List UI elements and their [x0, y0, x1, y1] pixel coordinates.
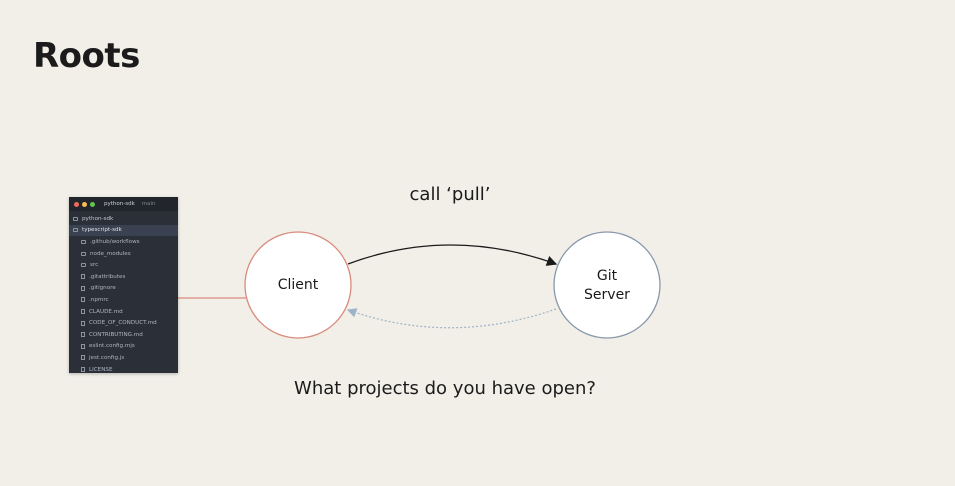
file-tree-item-label: .gitattributes: [89, 273, 126, 280]
js-icon: [81, 355, 85, 361]
file-tree-item[interactable]: CODE_OF_CONDUCT.md: [69, 317, 178, 329]
folder-icon: [81, 239, 86, 244]
file-tree-item[interactable]: CLAUDE.md: [69, 306, 178, 318]
file-tree-item-label: .npmrc: [89, 296, 109, 303]
license-icon: [81, 367, 85, 373]
file-tree-item-label: typescript-sdk: [82, 227, 122, 234]
git-server-node: [553, 231, 661, 339]
git-icon: [81, 285, 85, 291]
question-label: What projects do you have open?: [294, 378, 596, 399]
git-server-label: Git Server: [554, 267, 660, 305]
call-pull-arrow: [347, 244, 558, 266]
file-tree-item[interactable]: .gitattributes: [69, 271, 178, 283]
file-tree-item-label: CODE_OF_CONDUCT.md: [89, 320, 157, 327]
eslint-icon: [81, 343, 85, 349]
file-tree-item[interactable]: .github/workflows: [69, 236, 178, 248]
arrow-label: call ‘pull’: [409, 184, 491, 205]
file-tree-item-label: CONTRIBUTING.md: [89, 331, 143, 338]
file-tree-item[interactable]: CONTRIBUTING.md: [69, 329, 178, 341]
markdown-icon: [81, 320, 85, 326]
git-icon: [81, 274, 85, 280]
file-tree-item[interactable]: .gitignore: [69, 283, 178, 295]
file-tree-item[interactable]: src: [69, 259, 178, 271]
git-server-label-line2: Server: [584, 287, 630, 303]
folder-icon: [73, 216, 78, 221]
git-server-label-line1: Git: [596, 268, 618, 284]
file-tree-item[interactable]: jest.config.js: [69, 352, 178, 364]
file-tree-item[interactable]: eslint.config.mjs: [69, 341, 178, 353]
file-tree-item-label: CLAUDE.md: [89, 308, 123, 315]
editor-titlebar: python-sdk main: [69, 197, 178, 211]
slide-title: Roots: [33, 36, 140, 76]
response-arrow: [346, 308, 557, 329]
markdown-icon: [81, 332, 85, 338]
editor-branch: main: [141, 201, 156, 207]
file-tree-item[interactable]: .npmrc: [69, 294, 178, 306]
file-tree-item-label: jest.config.js: [89, 354, 125, 361]
file-tree-item-label: node_modules: [90, 250, 131, 257]
file-tree: python-sdk typescript-sdk .github/workflow…: [69, 211, 178, 373]
file-tree-item[interactable]: LICENSE: [69, 364, 178, 373]
file-tree-item[interactable]: typescript-sdk: [69, 224, 178, 237]
file-tree-item-label: python-sdk: [82, 215, 114, 222]
markdown-icon: [81, 309, 85, 315]
folder-open-icon: [73, 228, 78, 233]
folder-icon: [81, 263, 86, 268]
maximize-dot-icon[interactable]: [90, 201, 95, 207]
client-label: Client: [277, 277, 319, 293]
file-tree-item-label: eslint.config.mjs: [89, 343, 135, 350]
minimize-dot-icon[interactable]: [82, 201, 87, 207]
file-tree-item-label: .gitignore: [89, 285, 116, 292]
file-tree-item[interactable]: node_modules: [69, 248, 178, 260]
client-node: [244, 231, 352, 339]
file-tree-item-label: .github/workflows: [90, 238, 140, 245]
editor-window-title: python-sdk: [104, 201, 135, 207]
file-tree-item-label: src: [90, 262, 99, 269]
editor-window: python-sdk main python-sdk typescript-sdk…: [69, 197, 178, 373]
file-tree-item-label: LICENSE: [89, 366, 113, 373]
config-icon: [81, 297, 85, 303]
file-tree-item[interactable]: python-sdk: [69, 213, 178, 225]
folder-icon: [81, 251, 86, 256]
close-dot-icon[interactable]: [74, 201, 79, 207]
